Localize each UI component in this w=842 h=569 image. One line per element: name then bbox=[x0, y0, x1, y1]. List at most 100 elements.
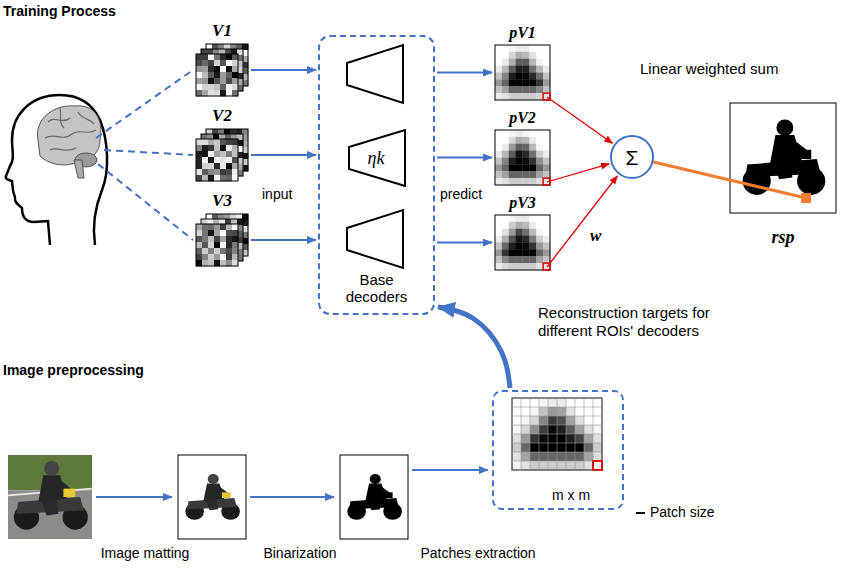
voxel bbox=[220, 248, 226, 254]
voxel bbox=[208, 66, 214, 72]
pixel bbox=[536, 222, 543, 229]
pixel bbox=[509, 263, 516, 270]
pixel bbox=[516, 151, 523, 158]
voxel bbox=[208, 169, 214, 175]
pixel bbox=[509, 144, 516, 151]
voxel bbox=[214, 145, 220, 151]
voxel bbox=[208, 163, 214, 169]
number-plate bbox=[798, 150, 811, 159]
pixel bbox=[529, 249, 536, 256]
voxel bbox=[208, 90, 214, 96]
predicted-image bbox=[495, 45, 550, 100]
pixel bbox=[593, 461, 602, 470]
pixel bbox=[521, 452, 530, 461]
pixel bbox=[502, 79, 509, 86]
decoder-name: ηk bbox=[368, 149, 385, 167]
voxel bbox=[196, 260, 202, 266]
pixel bbox=[536, 79, 543, 86]
pixel bbox=[529, 178, 536, 185]
voxel-grid bbox=[196, 224, 238, 266]
pixel bbox=[557, 425, 566, 434]
helmet bbox=[208, 474, 219, 484]
pixel bbox=[584, 416, 593, 425]
grid-line bbox=[512, 407, 602, 408]
pixel bbox=[529, 66, 536, 73]
pixel bbox=[512, 461, 521, 470]
pixel bbox=[539, 452, 548, 461]
pixel bbox=[530, 416, 539, 425]
pixel bbox=[502, 178, 509, 185]
pixel bbox=[502, 66, 509, 73]
decoder-symbol bbox=[347, 210, 403, 268]
pixel bbox=[502, 222, 509, 229]
pixel bbox=[536, 73, 543, 80]
voxel bbox=[196, 72, 202, 78]
pixel bbox=[495, 130, 502, 137]
pixel bbox=[512, 425, 521, 434]
connector bbox=[653, 162, 806, 198]
voxel bbox=[220, 236, 226, 242]
fmri-matrix: V1 bbox=[196, 44, 248, 96]
voxel bbox=[232, 175, 238, 181]
pixel bbox=[566, 434, 575, 443]
predicted-patches: pV2 bbox=[495, 130, 550, 185]
voxel bbox=[226, 157, 232, 163]
connector bbox=[251, 69, 316, 71]
voxel bbox=[214, 60, 220, 66]
voxel bbox=[214, 248, 220, 254]
pixel bbox=[543, 79, 550, 86]
voxel bbox=[226, 242, 232, 248]
pixel bbox=[521, 443, 530, 452]
base-decoder: ηk bbox=[345, 129, 407, 187]
pixel bbox=[509, 45, 516, 52]
voxel bbox=[202, 260, 208, 266]
voxel bbox=[208, 139, 214, 145]
pixel bbox=[539, 425, 548, 434]
voxel bbox=[226, 260, 232, 266]
pixel bbox=[530, 407, 539, 416]
voxel bbox=[214, 72, 220, 78]
voxel bbox=[202, 163, 208, 169]
pixel bbox=[539, 461, 548, 470]
brain-fold bbox=[45, 130, 96, 138]
pixel bbox=[543, 86, 550, 93]
pixel bbox=[543, 215, 550, 222]
voxel bbox=[202, 224, 208, 230]
pixel bbox=[509, 215, 516, 222]
pixel bbox=[509, 229, 516, 236]
pixel bbox=[523, 137, 530, 144]
rider-arm bbox=[789, 139, 812, 158]
voxel-grid bbox=[201, 219, 243, 261]
pixel bbox=[495, 79, 502, 86]
pixel bbox=[593, 425, 602, 434]
pixel bbox=[536, 93, 543, 100]
pixel bbox=[502, 52, 509, 59]
voxel bbox=[226, 145, 232, 151]
voxel bbox=[226, 90, 232, 96]
voxel bbox=[220, 66, 226, 72]
voxel bbox=[202, 84, 208, 90]
voxel bbox=[196, 139, 202, 145]
pixel bbox=[530, 461, 539, 470]
voxel bbox=[196, 66, 202, 72]
section-title: Training Process bbox=[3, 3, 116, 20]
grid-line bbox=[512, 416, 602, 417]
pixel bbox=[495, 59, 502, 66]
pixel bbox=[523, 256, 530, 263]
voxel bbox=[214, 78, 220, 84]
pixel bbox=[502, 256, 509, 263]
voxel bbox=[220, 175, 226, 181]
grid-line bbox=[512, 461, 602, 462]
voxel bbox=[232, 260, 238, 266]
pixel bbox=[495, 249, 502, 256]
pixel bbox=[502, 45, 509, 52]
pixel bbox=[543, 256, 550, 263]
voxel bbox=[220, 260, 226, 266]
voxel-grid bbox=[196, 139, 238, 181]
pixel-marker bbox=[801, 193, 811, 203]
voxel bbox=[196, 145, 202, 151]
pixel bbox=[516, 222, 523, 229]
pixel bbox=[502, 171, 509, 178]
voxel bbox=[196, 230, 202, 236]
voxel bbox=[220, 54, 226, 60]
